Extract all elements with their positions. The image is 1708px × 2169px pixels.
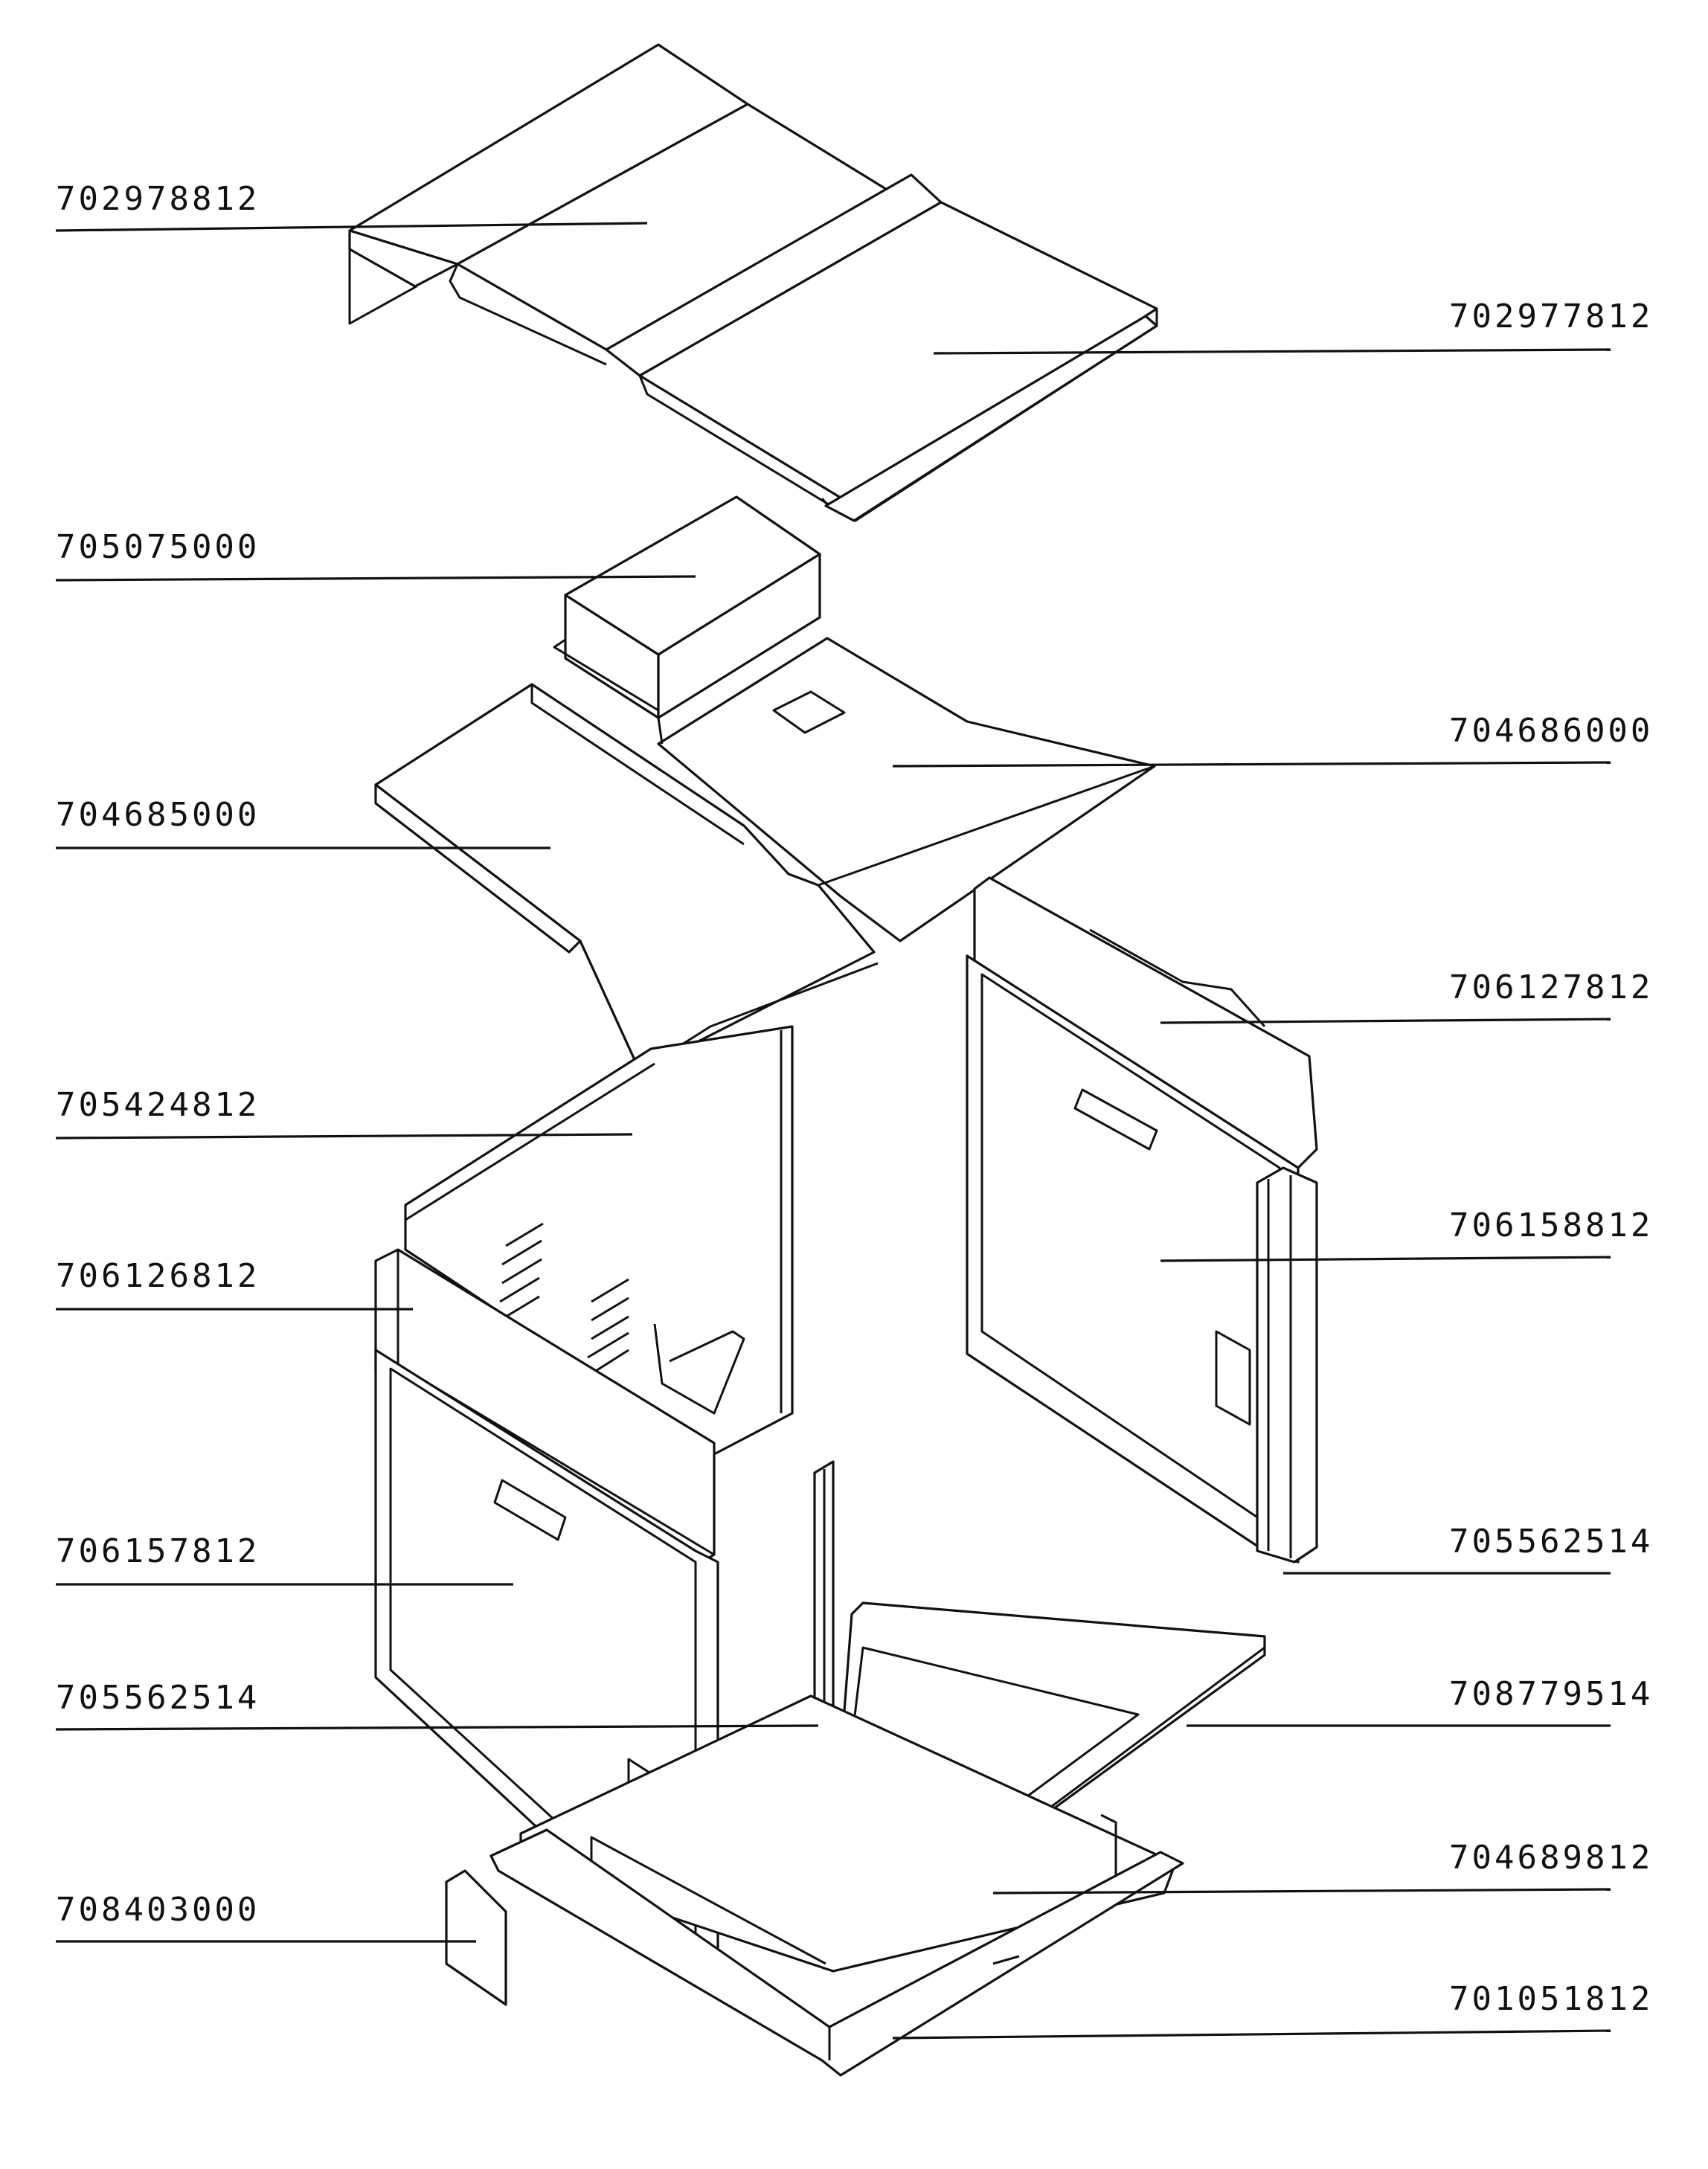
callout-label: 705562514	[1449, 1523, 1653, 1561]
callout-label: 702978812	[56, 180, 260, 218]
upper-panel-right	[657, 637, 1156, 942]
top-cover-rear	[348, 43, 913, 366]
part-labels: 702978812 702977812 705075000 704686000 …	[56, 180, 1653, 2018]
leader-706127812	[1160, 1018, 1611, 1024]
callout-label: 706126812	[56, 1257, 260, 1295]
leader-702977812	[933, 348, 1611, 355]
callout-label: 705562514	[56, 1679, 260, 1717]
callout-label: 706158812	[1449, 1206, 1653, 1244]
callout-label: 706157812	[56, 1532, 260, 1570]
leader-lines	[55, 222, 1611, 2040]
leader-705075000	[55, 575, 696, 582]
callout-label: 702977812	[1449, 298, 1653, 335]
callout-label: 706127812	[1449, 968, 1653, 1006]
callout-label: 708403000	[56, 1891, 260, 1929]
callout-label: 705424812	[56, 1086, 260, 1124]
top-cover-front	[605, 173, 1158, 522]
leader-704686000	[892, 761, 1611, 768]
callout-label: 705075000	[56, 528, 260, 566]
vent-slots	[499, 1222, 629, 1378]
callout-label: 701051812	[1449, 1980, 1653, 2018]
leader-702978812	[55, 222, 648, 232]
back-panel	[404, 1025, 794, 1456]
small-plate	[445, 1869, 507, 2006]
leader-705562514-middle	[55, 1724, 819, 1731]
leader-706158812	[1160, 1256, 1611, 1262]
leader-705424812	[55, 1133, 633, 1140]
callout-label: 704686000	[1449, 712, 1653, 750]
vertical-channel-right	[1256, 1166, 1318, 1564]
callout-label: 704685000	[56, 796, 260, 834]
bottom-plate	[489, 1828, 1184, 2077]
callout-label: 708779514	[1449, 1675, 1653, 1713]
callout-label: 704689812	[1449, 1839, 1653, 1877]
leader-701051812	[892, 2029, 1611, 2040]
leader-704689812	[992, 1888, 1611, 1895]
